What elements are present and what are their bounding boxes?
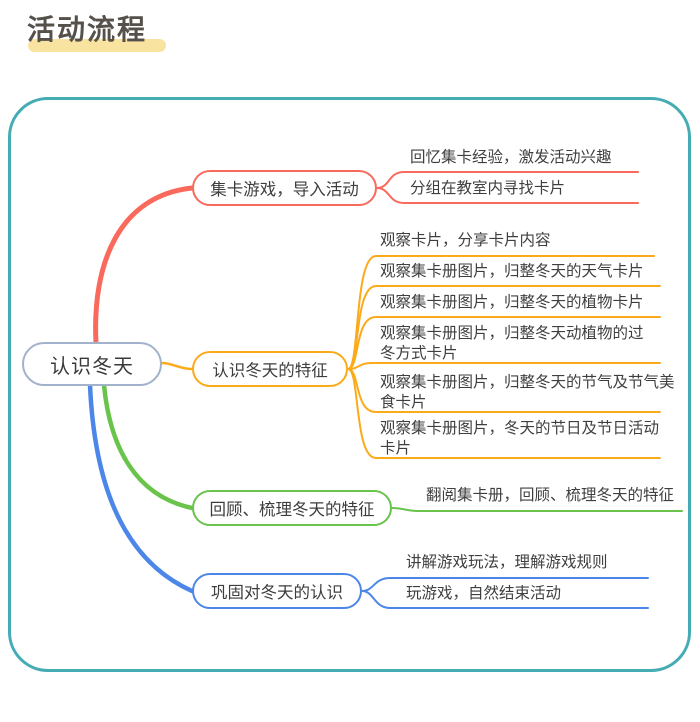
page-title: 活动流程 xyxy=(27,10,166,52)
page-title-text: 活动流程 xyxy=(27,14,148,45)
central-node[interactable]: 认识冬天 xyxy=(22,342,162,386)
child-topic[interactable]: 玩游戏，自然结束活动 xyxy=(406,585,562,602)
branch-node-2-label: 认识冬天的特征 xyxy=(212,362,328,380)
child-topic[interactable]: 观察卡片，分享卡片内容 xyxy=(380,232,551,249)
child-topic[interactable]: 观察集卡册图片，归整冬天动植物的过冬方式卡片 xyxy=(380,325,644,362)
branch-node-4[interactable]: 巩固对冬天的认识 xyxy=(192,573,362,609)
branch-node-3[interactable]: 回顾、梳理冬天的特征 xyxy=(192,490,392,526)
branch-node-1-label: 集卡游戏，导入活动 xyxy=(210,181,359,199)
child-topic[interactable]: 回忆集卡经验，激发活动兴趣 xyxy=(410,149,612,166)
child-topic[interactable]: 翻阅集卡册，回顾、梳理冬天的特征 xyxy=(426,487,675,504)
central-node-label: 认识冬天 xyxy=(50,355,134,378)
branch-node-3-label: 回顾、梳理冬天的特征 xyxy=(209,501,375,519)
branch-node-4-label: 巩固对冬天的认识 xyxy=(211,584,343,602)
child-topic[interactable]: 观察集卡册图片，归整冬天的节气及节气美食卡片 xyxy=(380,374,675,411)
child-topic[interactable]: 观察集卡册图片，归整冬天的天气卡片 xyxy=(380,263,644,280)
child-topic[interactable]: 分组在教室内寻找卡片 xyxy=(410,180,566,197)
branch-node-1[interactable]: 集卡游戏，导入活动 xyxy=(192,170,377,206)
title-highlight-bar xyxy=(28,39,166,52)
child-topic[interactable]: 观察集卡册图片，归整冬天的植物卡片 xyxy=(380,294,644,311)
child-topic[interactable]: 讲解游戏玩法，理解游戏规则 xyxy=(406,554,608,571)
branch-node-2[interactable]: 认识冬天的特征 xyxy=(192,351,348,387)
child-topic[interactable]: 观察集卡册图片，冬天的节日及节日活动卡片 xyxy=(380,420,660,457)
